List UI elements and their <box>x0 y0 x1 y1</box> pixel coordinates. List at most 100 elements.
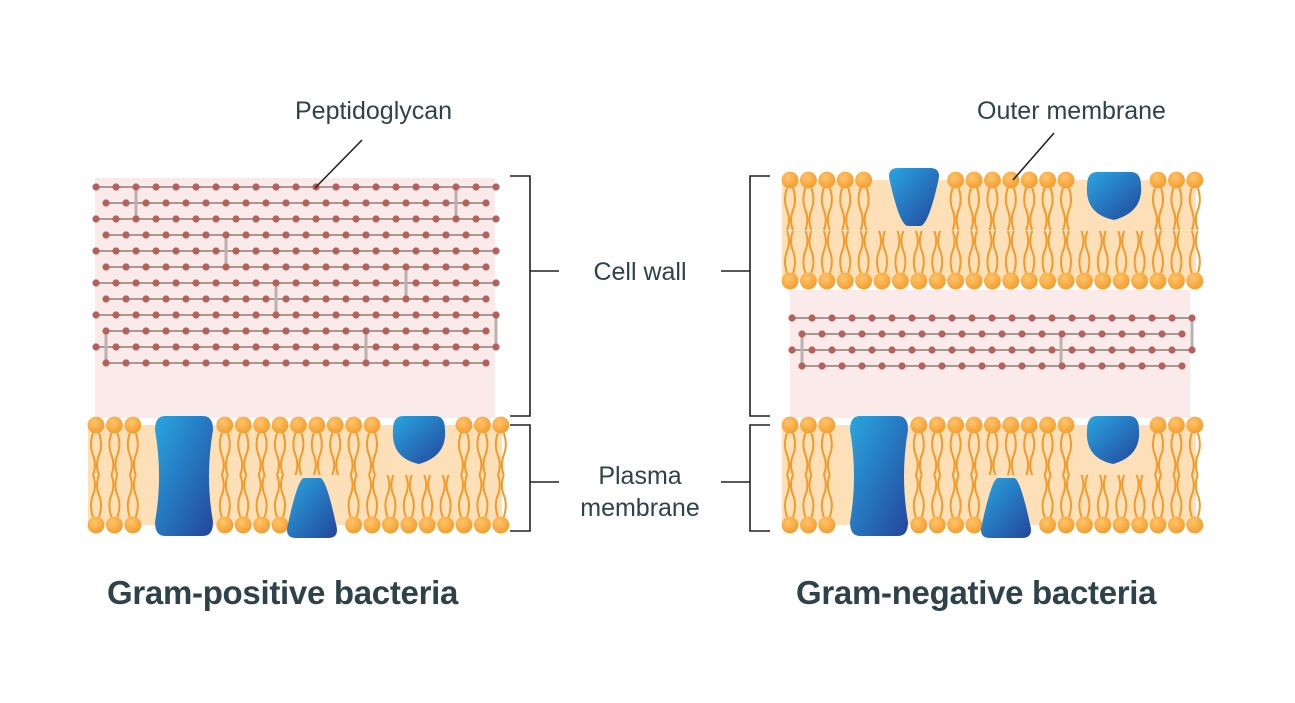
sugar-node <box>472 279 480 287</box>
lipid-tail <box>366 432 372 476</box>
sugar-node <box>92 279 100 287</box>
sugar-node <box>192 215 200 223</box>
sugar-node <box>292 247 300 255</box>
sugar-node <box>888 314 896 322</box>
lipid-tail <box>372 474 378 518</box>
lipid-head <box>234 516 252 534</box>
lipid-tail <box>353 474 360 518</box>
sugar-node <box>262 327 270 335</box>
lipid-tail <box>802 230 809 274</box>
sugar-node <box>382 295 390 303</box>
lipid-tail <box>316 432 323 476</box>
lipid-head <box>455 416 473 434</box>
sugar-node <box>442 295 450 303</box>
lipid-head <box>1168 171 1185 189</box>
lipid-tail <box>1010 230 1017 274</box>
lipid-head <box>781 416 799 434</box>
lipid-tail <box>992 432 999 476</box>
lipid-head <box>910 272 928 290</box>
lipid-head <box>1039 516 1056 534</box>
lipid-tail <box>237 474 244 518</box>
lipid-tail <box>992 187 999 231</box>
sugar-node <box>262 359 270 367</box>
lipid-tail <box>1176 432 1183 476</box>
lipid-tail <box>482 474 489 518</box>
lipid-tail <box>1029 230 1036 274</box>
lipid-tail <box>1115 474 1122 518</box>
lipid-tail <box>274 474 280 518</box>
sugar-node <box>322 263 330 271</box>
sugar-node <box>452 215 460 223</box>
lipid-tail <box>1041 432 1048 476</box>
lipid-head <box>290 416 307 434</box>
lipid-tail <box>1047 187 1054 231</box>
lipid-tail <box>243 432 250 476</box>
sugar-node <box>262 263 270 271</box>
lipid-tail <box>968 474 974 518</box>
lipid-tail <box>986 432 993 476</box>
lipid-tail <box>1152 187 1158 231</box>
lipid-tail <box>1133 474 1140 518</box>
lipid-tail <box>108 474 115 518</box>
lipid-tail <box>335 432 342 476</box>
sugar-node <box>908 346 916 354</box>
sugar-node <box>332 183 340 191</box>
lipid-head <box>910 416 928 434</box>
sugar-node <box>232 311 240 319</box>
lipid-tail <box>310 432 317 476</box>
sugar-node <box>362 359 370 367</box>
lipid-tail <box>802 187 809 231</box>
sugar-node <box>92 247 100 255</box>
sugar-node <box>412 247 420 255</box>
lipid-head <box>1057 171 1075 189</box>
sugar-node <box>262 199 270 207</box>
lipid-tail <box>790 230 796 274</box>
lipid-tail <box>353 432 360 476</box>
sugar-node <box>918 330 926 338</box>
lipid-tail <box>298 432 305 476</box>
sugar-node <box>362 327 370 335</box>
lipid-tail <box>224 432 231 476</box>
lipid-head <box>1168 416 1185 434</box>
sugar-node <box>172 279 180 287</box>
sugar-node <box>1088 314 1096 322</box>
lipid-head <box>781 272 799 290</box>
sugar-node <box>302 359 310 367</box>
lipid-tail <box>96 474 102 518</box>
peripheral-protein <box>1086 172 1142 220</box>
sugar-node <box>442 327 450 335</box>
lipid-head <box>947 272 964 290</box>
lipid-head <box>910 516 928 534</box>
lipid-head <box>984 171 1001 189</box>
lipid-head <box>1186 272 1204 290</box>
sugar-node <box>122 327 130 335</box>
sugar-node <box>1038 330 1046 338</box>
lipid-tail <box>863 230 870 274</box>
sugar-node <box>182 359 190 367</box>
lipid-tail <box>1176 187 1183 231</box>
lipid-head <box>928 416 946 434</box>
sugar-node <box>472 215 480 223</box>
sugar-node <box>472 247 480 255</box>
lipid-head <box>928 516 946 534</box>
sugar-node <box>312 311 320 319</box>
sugar-node <box>272 183 280 191</box>
lipid-tail <box>912 432 919 476</box>
lipid-head <box>492 416 510 434</box>
sugar-node <box>472 343 480 351</box>
sugar-node <box>422 327 430 335</box>
lipid-tail <box>900 230 907 274</box>
sugar-node <box>372 183 380 191</box>
lipid-tail <box>1170 432 1177 476</box>
sugar-node <box>432 247 440 255</box>
lipid-tail <box>1188 230 1195 274</box>
lipid-tail <box>1158 230 1164 274</box>
lipid-tail <box>974 187 980 231</box>
sugar-node <box>112 279 120 287</box>
gp-cell-wall-bracket <box>510 175 559 417</box>
sugar-node <box>312 215 320 223</box>
sugar-node <box>1108 346 1116 354</box>
lipid-tail <box>1060 432 1066 476</box>
lipid-head <box>1057 516 1075 534</box>
